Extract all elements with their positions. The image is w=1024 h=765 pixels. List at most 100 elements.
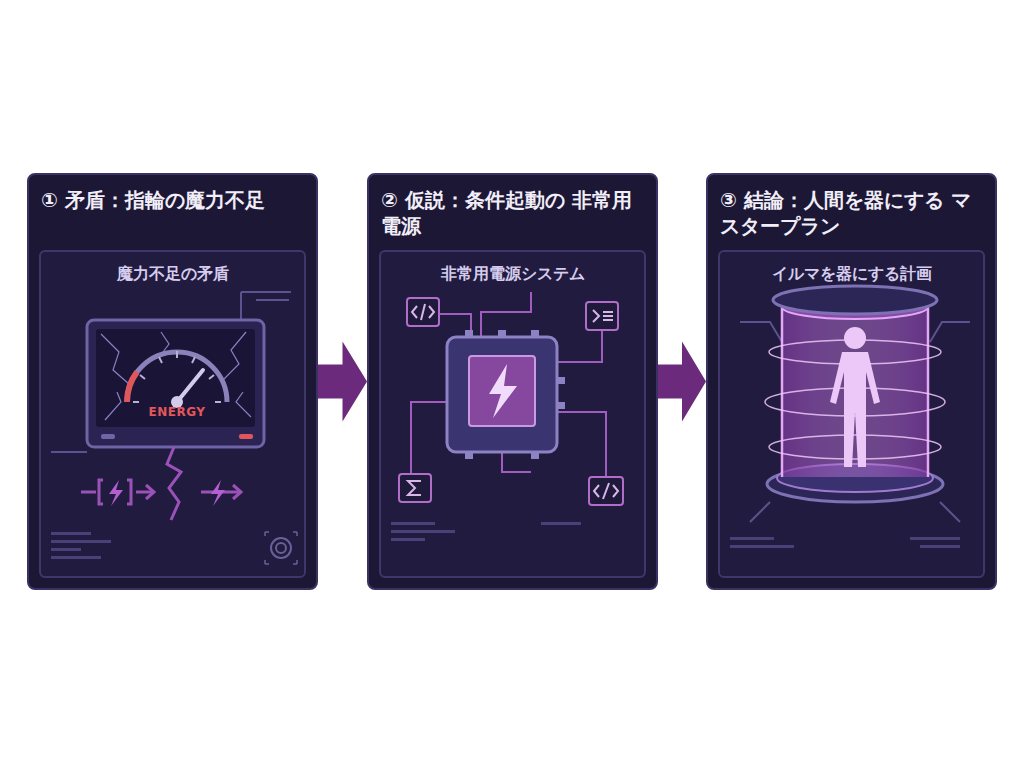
illustration-part [844, 327, 866, 349]
illustration-part [408, 304, 618, 499]
illustration-part [239, 434, 253, 439]
illustration-part [481, 292, 531, 337]
illustration-part [750, 502, 770, 522]
illustration-part [940, 502, 960, 522]
illustration-part [176, 351, 178, 358]
illustration-part [391, 522, 435, 525]
illustration-part [161, 332, 169, 352]
illustration-part [51, 532, 111, 559]
panel-subtitle: 魔力不足の矛盾 [41, 264, 304, 285]
illustration-part [531, 451, 539, 459]
illustration-part [241, 292, 291, 320]
illustration-part [211, 480, 225, 506]
illustration-part [51, 292, 291, 452]
step-title: ② 仮説：条件起動の 非常用電源 [381, 187, 644, 239]
illustration-part [730, 537, 774, 540]
illustration-part [81, 491, 96, 494]
illustration-part [531, 330, 539, 338]
illustration-part [256, 299, 289, 301]
illustration-part [96, 329, 255, 427]
illustration-part [408, 481, 421, 495]
flow-arrow [658, 342, 706, 422]
human-vessel-illustration [720, 252, 985, 577]
illustration-part [465, 451, 473, 459]
illustration-part [465, 330, 473, 338]
illustration-part [146, 485, 154, 499]
illustration-part [109, 480, 123, 506]
illustration-part [223, 332, 246, 380]
illustration-part [51, 451, 87, 453]
illustration-part [830, 352, 880, 467]
illustration-part [589, 477, 623, 505]
illustration-part [101, 434, 115, 439]
illustration-part [557, 402, 565, 409]
illustration-part [594, 483, 618, 499]
illustration-part [541, 522, 581, 525]
illustration-part [51, 556, 101, 559]
illustration-part [773, 286, 937, 314]
illustration-part [271, 538, 291, 558]
illustration-part [167, 447, 181, 520]
illustration-part [127, 480, 131, 504]
step-title: ③ 結論：人間を器にする マスタープラン [720, 187, 983, 239]
illustration-part [391, 522, 581, 541]
illustration-part [910, 537, 960, 540]
illustration-part [51, 540, 111, 543]
illustration-part [399, 298, 623, 505]
illustration-part [469, 356, 535, 426]
illustration-part [101, 332, 251, 420]
inner-panel: 魔力不足の矛盾 ENERGY [39, 250, 306, 578]
illustration-part [399, 474, 431, 502]
illustration-part [930, 322, 970, 342]
illustration-part [782, 307, 928, 477]
illustration-part [489, 364, 517, 418]
illustration-part [133, 401, 139, 403]
illustration-part [192, 357, 195, 363]
illustration-part [127, 352, 227, 402]
illustration-part [730, 537, 960, 548]
illustration-part [105, 392, 121, 420]
illustration-part [236, 392, 251, 417]
illustration-part [411, 402, 447, 474]
illustration-part [740, 322, 782, 342]
illustration-part [391, 538, 425, 541]
inner-panel: イルマを器にする計画 [718, 250, 985, 578]
illustration-part [730, 545, 794, 548]
illustration-part [557, 377, 565, 384]
illustration-part [557, 330, 602, 362]
illustration-part [136, 491, 153, 494]
illustration-part [101, 334, 129, 384]
illustration-part [159, 357, 162, 363]
illustration-part [465, 330, 565, 459]
panel-subtitle: イルマを器にする計画 [720, 264, 983, 285]
illustration-part [593, 310, 613, 322]
panel-subtitle: 非常用電源システム [381, 264, 644, 285]
step-title: ① 矛盾：指輪の魔力不足 [41, 187, 304, 213]
illustration-part [920, 545, 960, 548]
illustration-part [265, 532, 297, 564]
illustration-part [586, 302, 618, 330]
illustration-part [51, 548, 81, 551]
illustration-part [233, 485, 241, 499]
gauge-label: ENERGY [137, 405, 217, 419]
illustration-part [209, 375, 214, 379]
illustration-part [557, 412, 606, 477]
illustration-part [276, 543, 286, 553]
flow-arrow [318, 342, 367, 422]
illustration-part [498, 330, 506, 338]
illustration-part [140, 375, 145, 379]
illustration-part [215, 401, 221, 403]
illustration-part [502, 452, 531, 472]
illustration-part [87, 320, 264, 447]
illustration-part [769, 435, 941, 459]
illustration-part [127, 372, 137, 402]
illustration-part [133, 351, 221, 402]
inner-panel: 非常用電源システム [379, 250, 646, 578]
illustration-part [391, 530, 455, 533]
step-panel: ③ 結論：人間を器にする マスタープラン イルマを器にする計画 [706, 173, 997, 590]
power-chip-illustration [381, 252, 646, 577]
illustration-part [177, 370, 203, 402]
illustration-part [782, 307, 928, 477]
illustration-part [411, 292, 606, 477]
